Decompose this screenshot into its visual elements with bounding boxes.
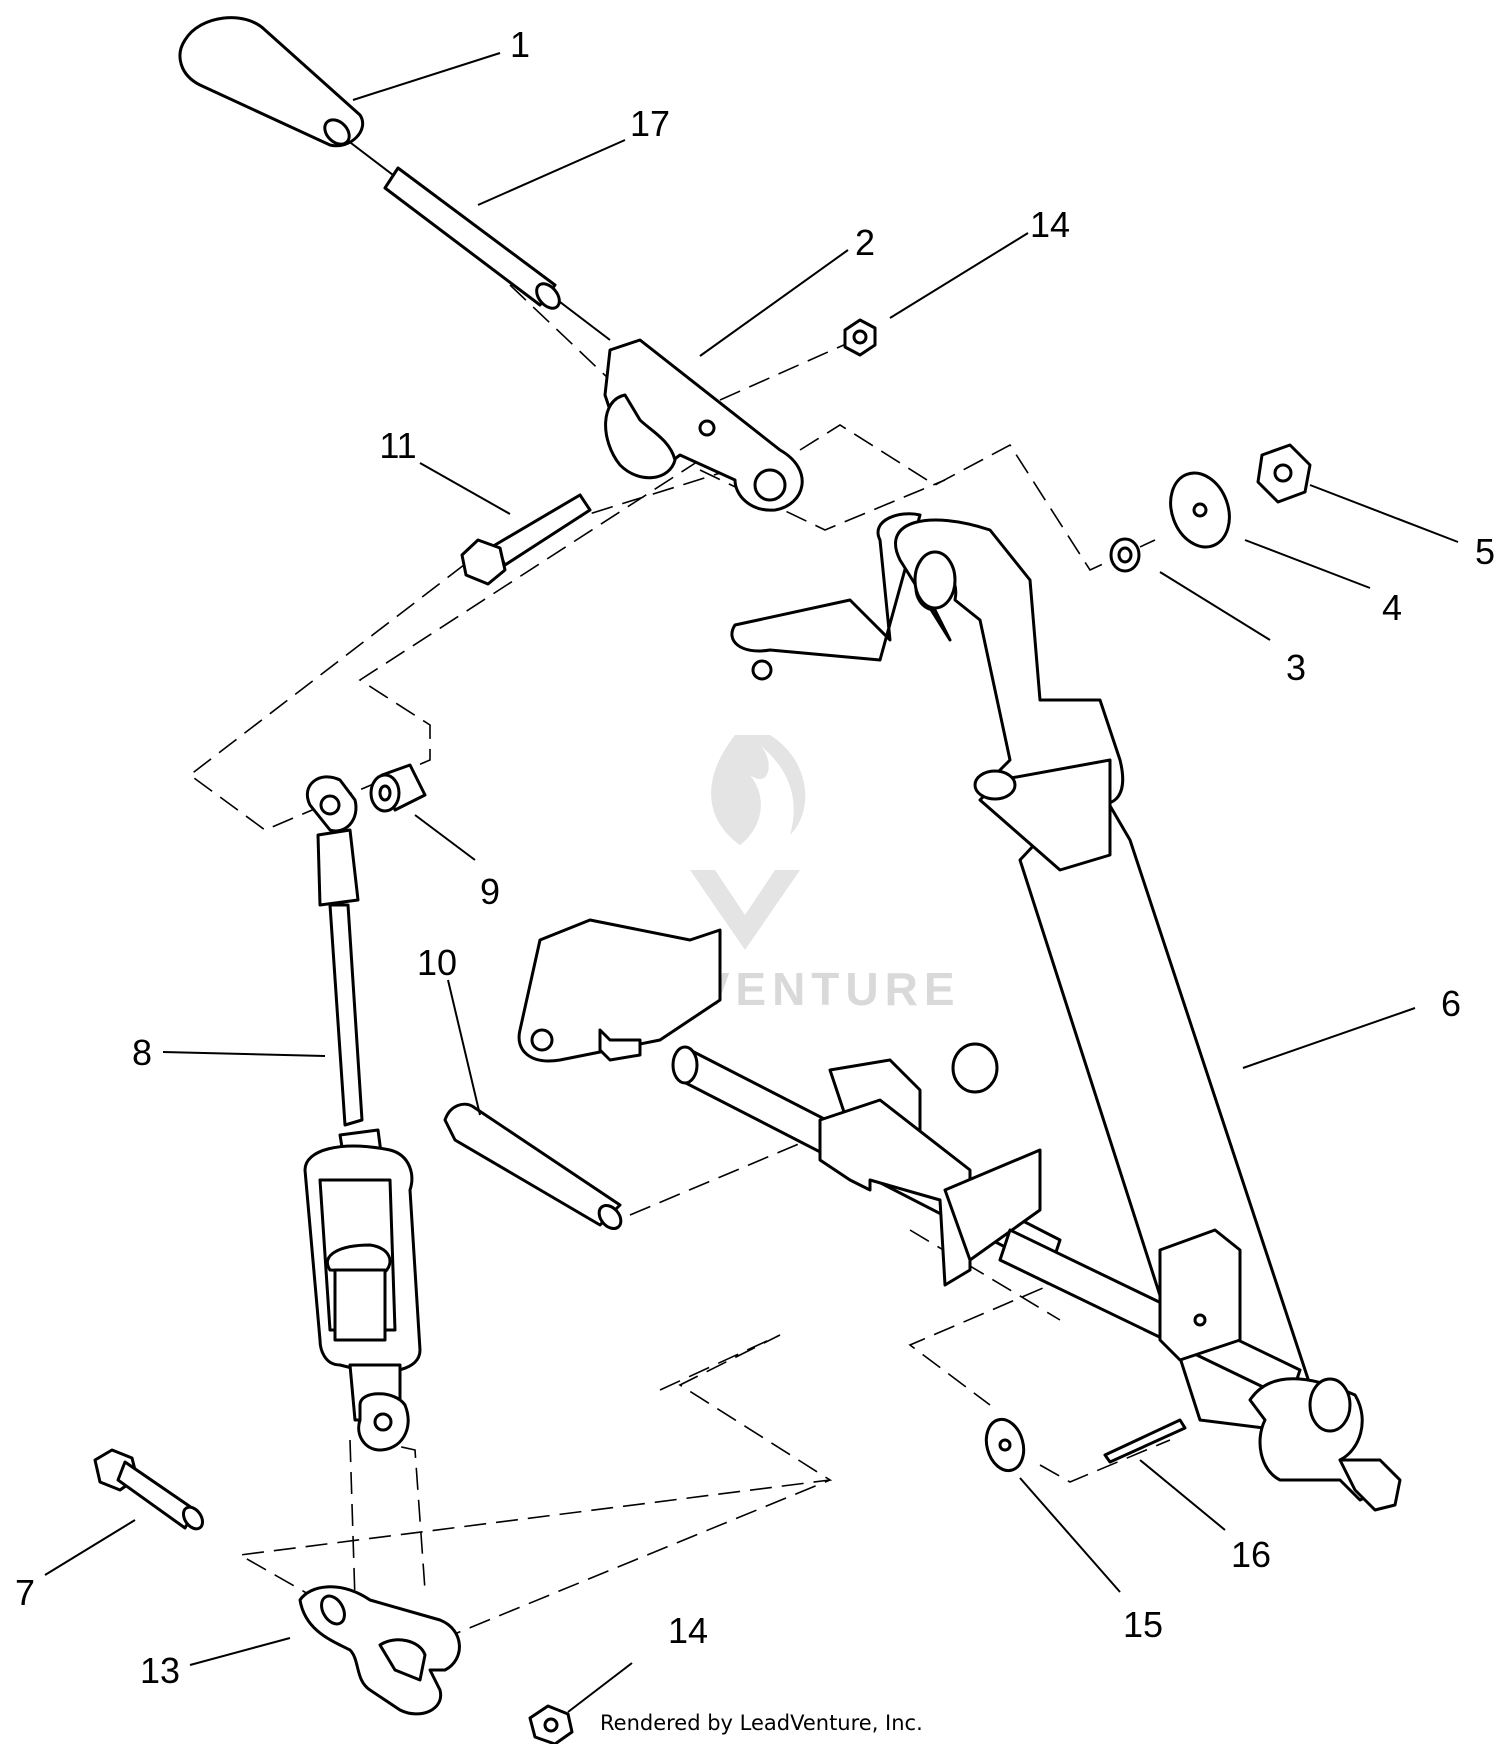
callout-16: 16 (1231, 1534, 1271, 1575)
part-nut-right (1256, 443, 1312, 504)
callout-2: 2 (855, 222, 875, 263)
callout-15: 15 (1123, 1604, 1163, 1645)
part-spacer-right (1109, 537, 1141, 573)
callout-1: 1 (510, 24, 530, 65)
part-control-lever (603, 338, 804, 512)
part-nut-bottom (528, 1704, 574, 1744)
callout-9: 9 (480, 871, 500, 912)
callout-11: 11 (379, 425, 416, 466)
callout-7: 7 (15, 1572, 35, 1613)
callout-5: 5 (1475, 531, 1495, 572)
part-cotter-pin (1103, 1418, 1187, 1464)
part-bolt-upper (460, 493, 592, 586)
callout-8: 8 (132, 1032, 152, 1073)
rendered-by-credit: Rendered by LeadVenture, Inc. (600, 1711, 923, 1735)
callout-labels: 1 17 2 14 11 5 4 3 9 10 6 8 16 15 7 13 1… (15, 24, 1495, 1691)
part-main-frame (517, 512, 1402, 1512)
callout-13: 13 (140, 1650, 180, 1691)
callout-14-top: 14 (1030, 204, 1070, 245)
part-spacer-left (369, 763, 427, 813)
part-yoke (298, 1585, 461, 1716)
part-pin (443, 1102, 623, 1231)
callout-3: 3 (1286, 647, 1306, 688)
part-washer (1169, 471, 1231, 549)
callout-17: 17 (630, 103, 670, 144)
watermark-flame-icon (711, 735, 806, 845)
callout-14-bottom: 14 (668, 1610, 708, 1651)
watermark-chevron-icon (690, 870, 800, 950)
part-sleeve (383, 166, 561, 310)
part-linkage-rod (303, 775, 422, 1452)
part-washer-small (984, 1417, 1026, 1473)
part-nut-top (843, 318, 877, 357)
callout-6: 6 (1441, 983, 1461, 1024)
leader-lines (44, 52, 1459, 1713)
callout-4: 4 (1382, 587, 1402, 628)
callout-10: 10 (417, 942, 457, 983)
part-bolt-lower (93, 1448, 205, 1531)
